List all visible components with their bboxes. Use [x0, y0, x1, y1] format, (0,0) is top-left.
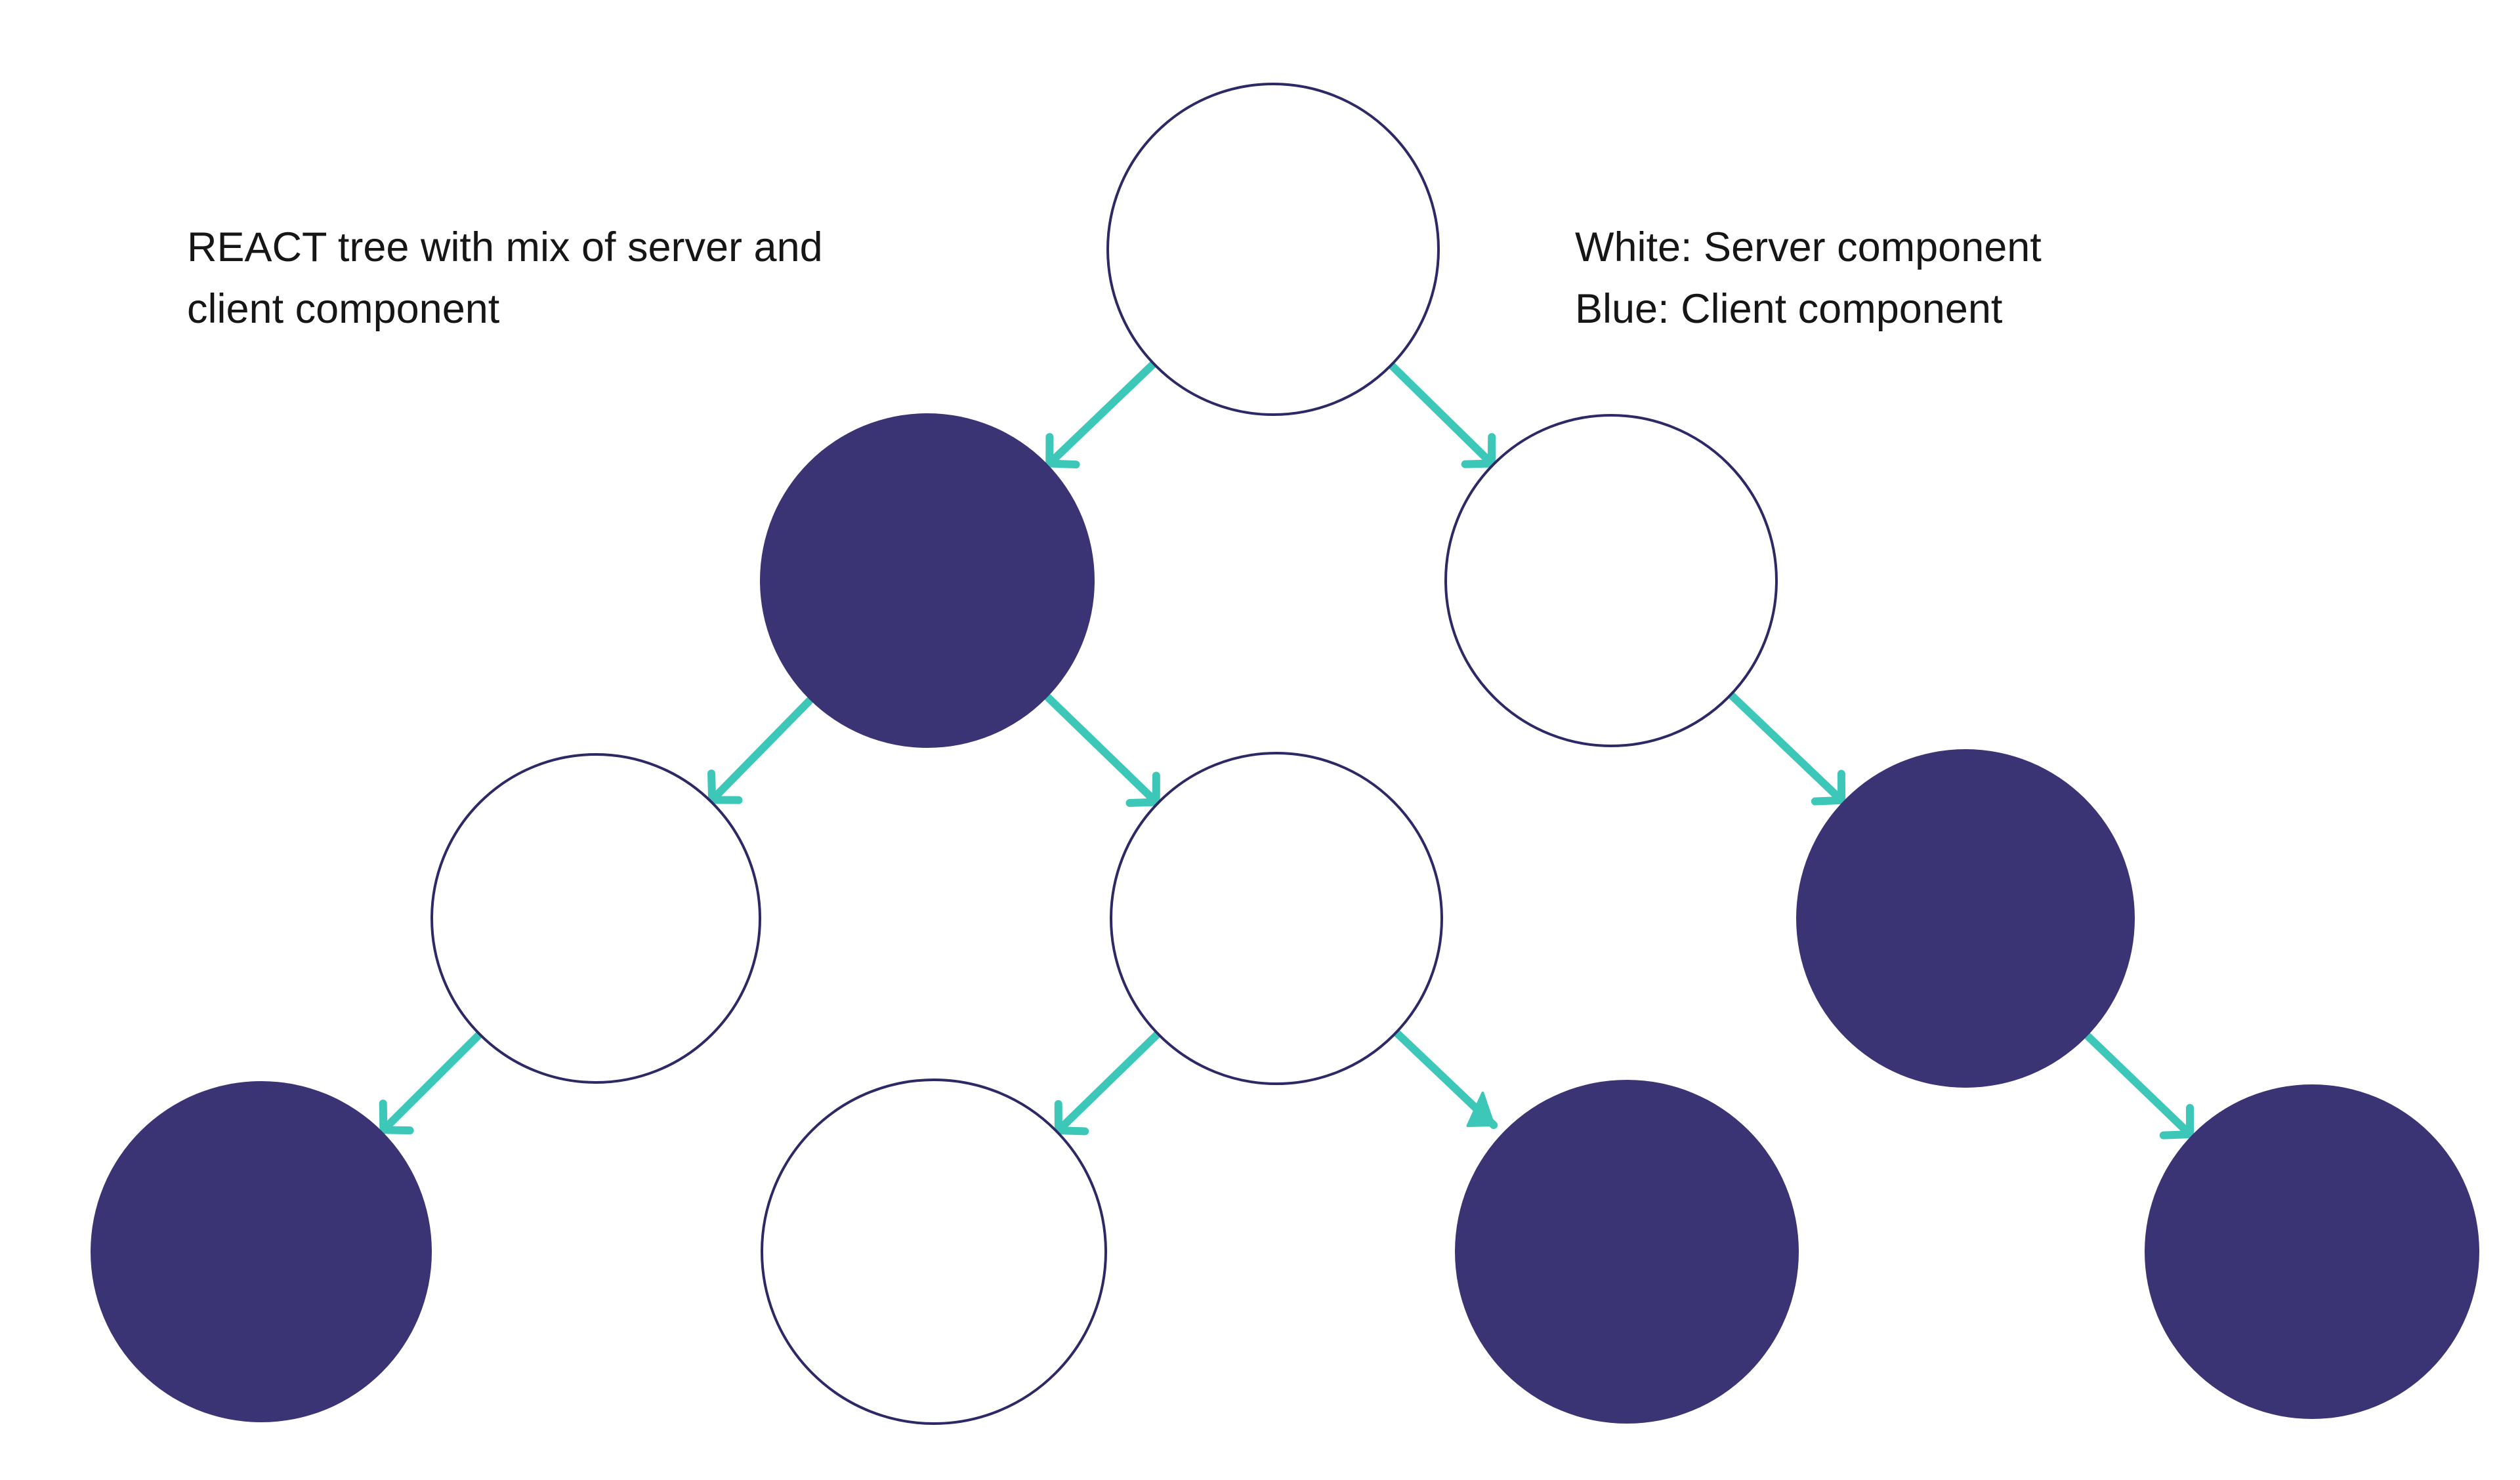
tree-node-root-server	[1106, 83, 1440, 416]
tree-edge-LR-LRL	[1054, 1031, 1161, 1136]
legend-client-line: Blue: Client component	[1575, 286, 2003, 332]
diagram-title-line2: client component	[187, 286, 500, 332]
diagram-title-line1: REACT tree with mix of server and	[187, 224, 823, 270]
legend: White: Server component Blue: Client com…	[1575, 216, 2042, 340]
tree-edge-L-LL	[707, 697, 814, 804]
tree-node-LLL-client	[91, 1081, 432, 1422]
tree-edge-LL-LLL	[379, 1031, 483, 1135]
tree-edge-root-L	[1045, 360, 1157, 469]
diagram-title: REACT tree with mix of server and client…	[187, 216, 823, 340]
tree-node-LRR-client	[1455, 1080, 1799, 1424]
tree-edge-R-RR	[1727, 691, 1846, 806]
tree-edge-root-R	[1388, 361, 1496, 468]
tree-node-L-client	[760, 413, 1095, 748]
tree-edge-RR-RRR	[2084, 1033, 2194, 1140]
tree-edge-L-LR	[1044, 693, 1160, 808]
tree-edge-LR-LRR	[1393, 1029, 1498, 1130]
tree-node-R-server	[1444, 414, 1778, 747]
tree-node-RRR-client	[2145, 1084, 2479, 1419]
legend-server-line: White: Server component	[1575, 224, 2042, 270]
tree-node-LRL-server	[761, 1079, 1107, 1425]
tree-node-RR-client	[1796, 749, 2135, 1088]
tree-node-LL-server	[430, 753, 761, 1084]
tree-node-LR-server	[1110, 752, 1443, 1085]
